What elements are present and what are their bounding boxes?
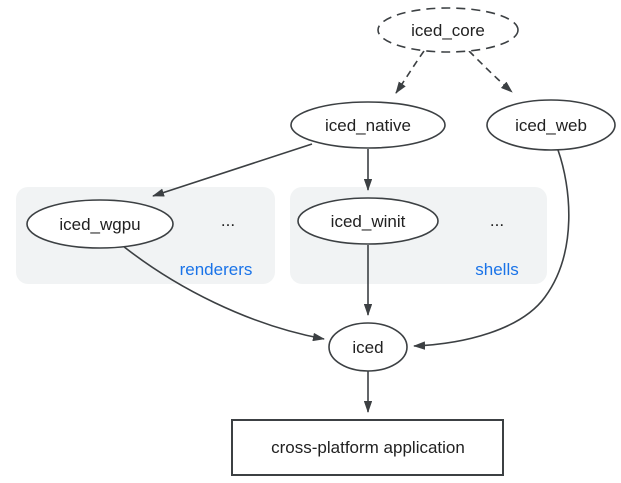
- edge-iced_web-iced: [413, 149, 570, 350]
- node-iced_core-shape: [377, 7, 519, 53]
- node-iced_web-label: iced_web: [515, 116, 587, 135]
- node-iced_winit-shape: [297, 197, 439, 245]
- node-iced_wgpu-label: iced_wgpu: [59, 215, 140, 234]
- edge-iced_core-iced_native: [395, 50, 425, 94]
- node-iced_wgpu-shape: [26, 199, 174, 249]
- renderers-group-label: renderers: [180, 260, 253, 279]
- node-iced_core-label: iced_core: [411, 21, 485, 40]
- node-iced_winit-label: iced_winit: [331, 212, 406, 231]
- node-application-shape: [231, 419, 504, 476]
- node-iced_web-shape: [486, 99, 616, 151]
- node-iced_native-label: iced_native: [325, 116, 411, 135]
- node-iced-label: iced: [352, 338, 383, 357]
- node-iced_native-shape: [290, 101, 446, 149]
- shells-group-label: shells: [475, 260, 518, 279]
- edge-iced_native-iced_wgpu: [152, 143, 313, 197]
- renderers-ellipsis: ...: [221, 211, 235, 230]
- shells-ellipsis: ...: [490, 211, 504, 230]
- edge-iced_wgpu-iced: [122, 245, 325, 342]
- node-application-label: cross-platform application: [271, 438, 465, 457]
- edge-iced_core-iced_web: [468, 50, 513, 93]
- node-iced-shape: [328, 322, 408, 372]
